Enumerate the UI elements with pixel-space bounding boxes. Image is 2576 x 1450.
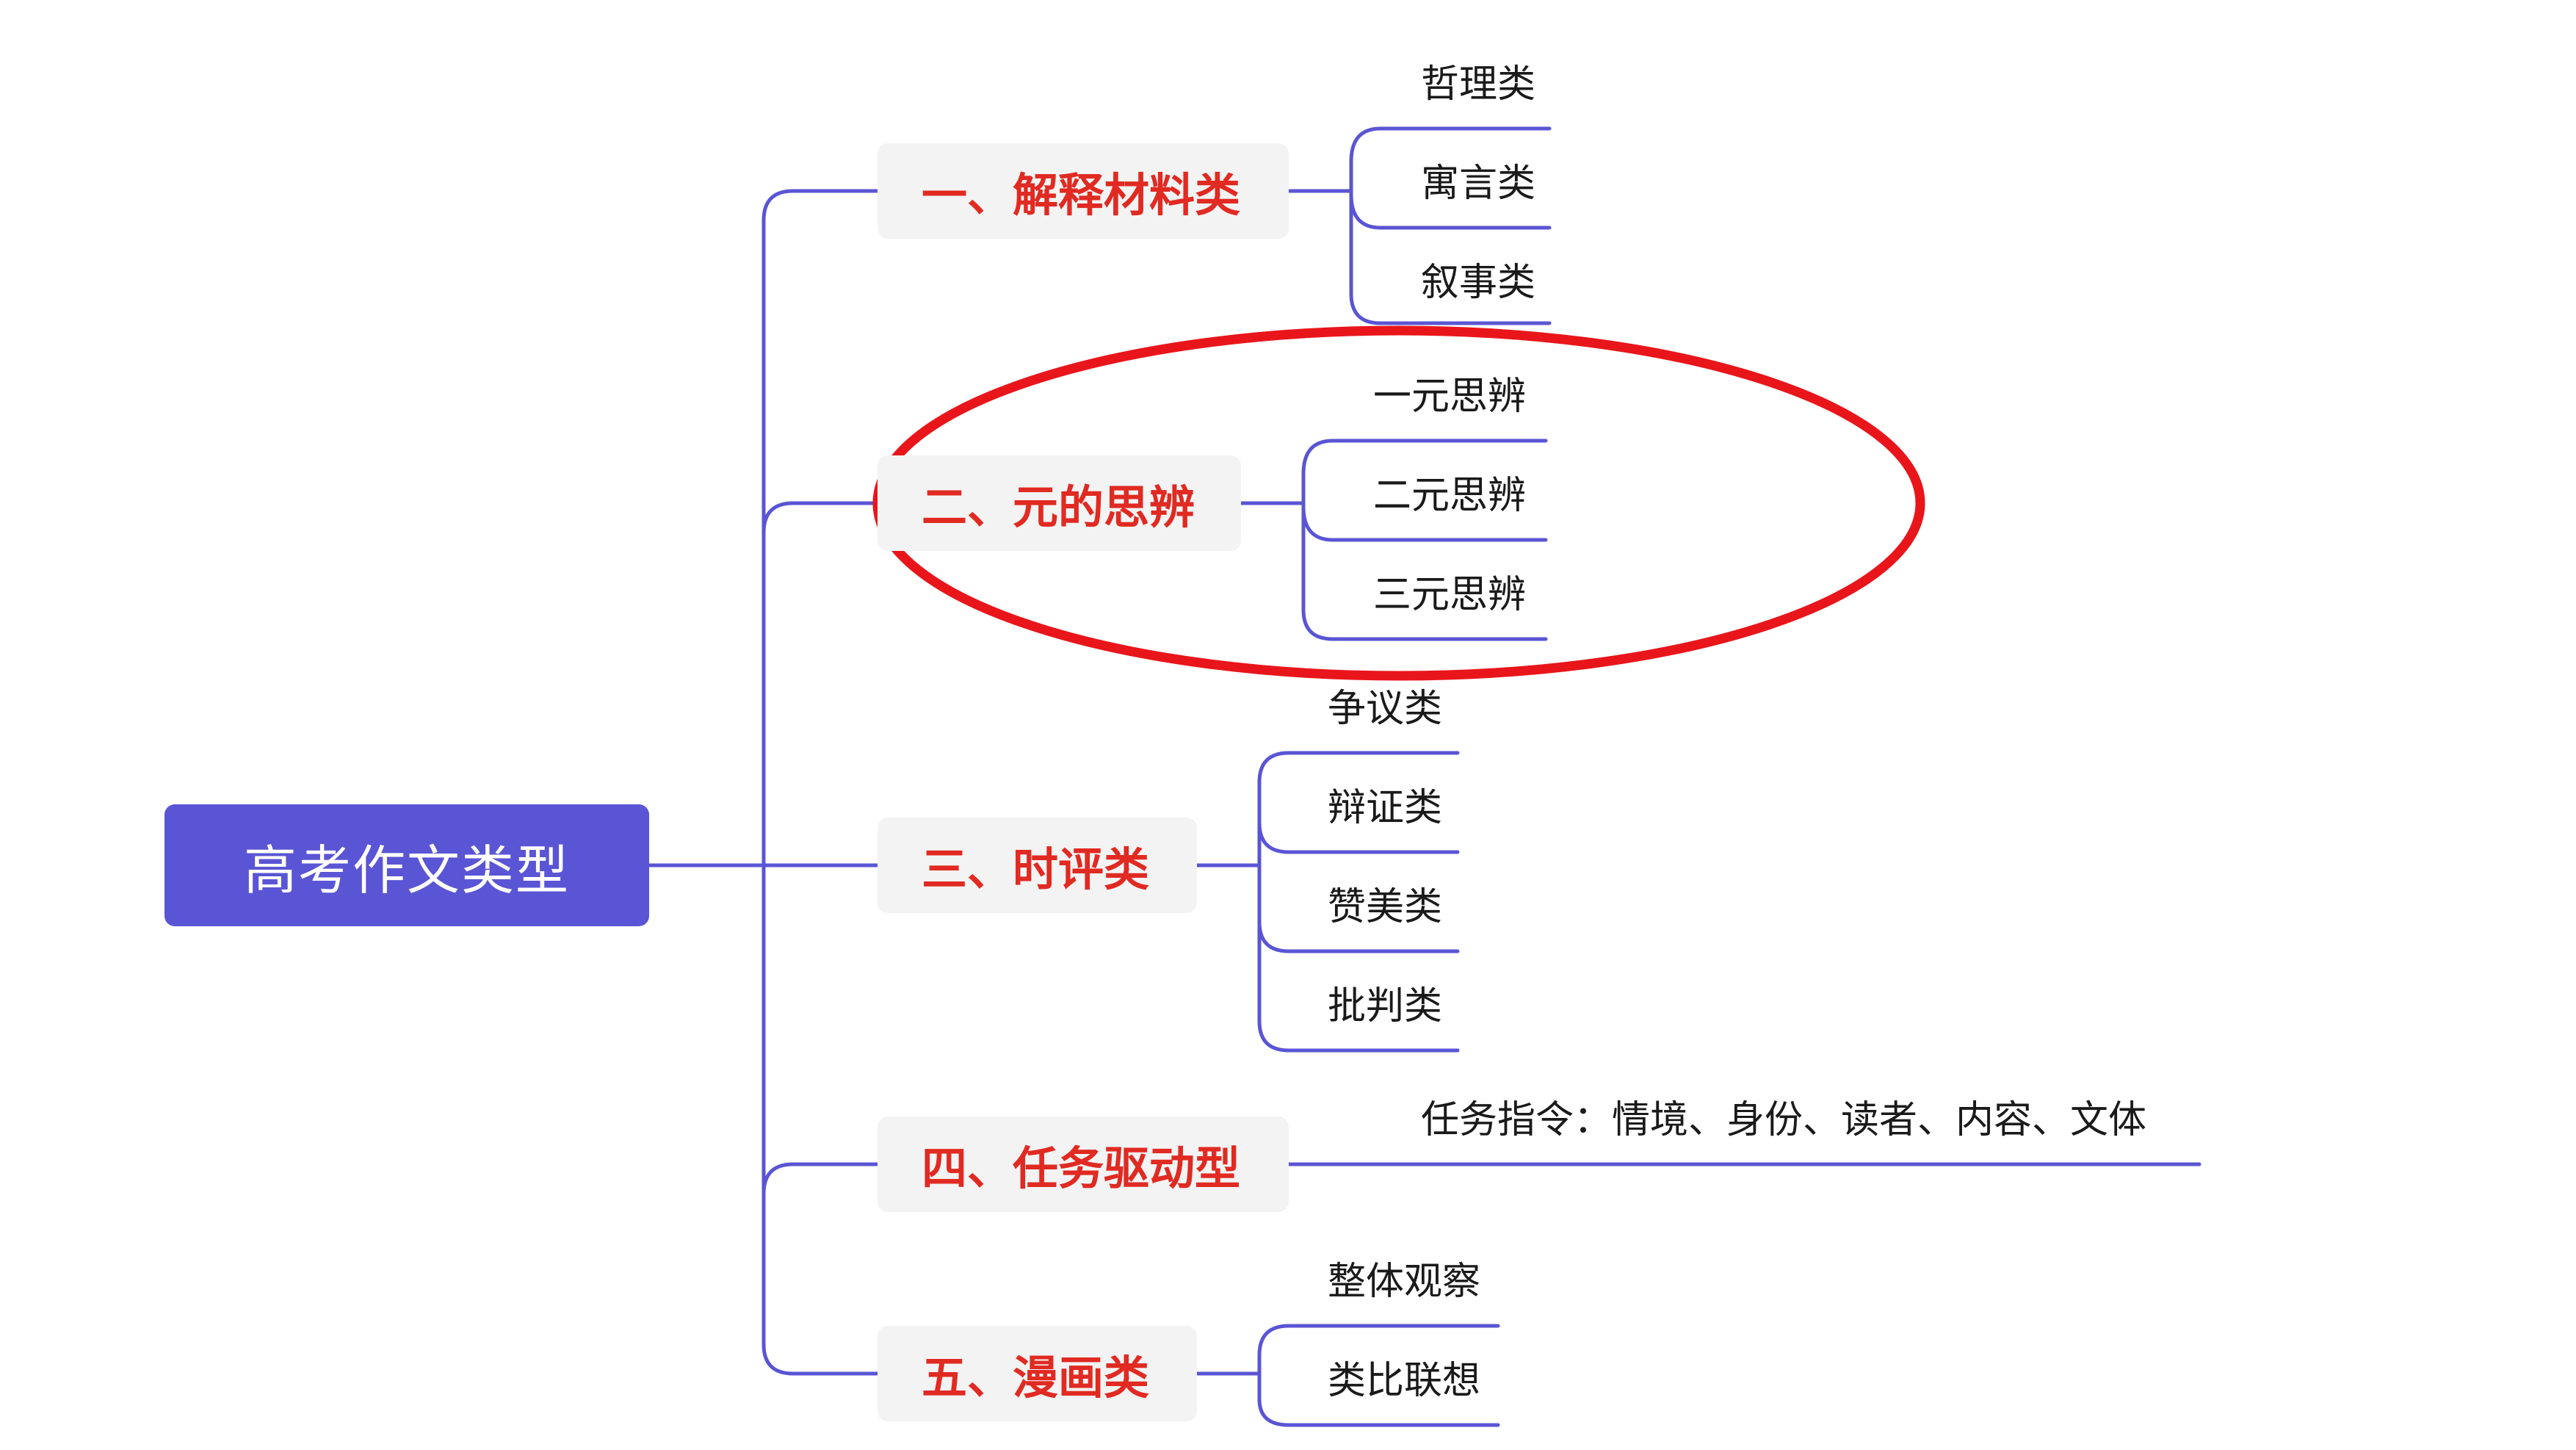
- leaf-node[interactable]: 整体观察: [1328, 1260, 1481, 1304]
- leaf-node[interactable]: 哲理类: [1421, 62, 1536, 107]
- leaf-node[interactable]: 辩证类: [1328, 786, 1443, 830]
- leaf-node[interactable]: 争议类: [1328, 687, 1443, 731]
- leaf-node[interactable]: 二元思辨: [1373, 474, 1527, 518]
- leaf-node[interactable]: 叙事类: [1421, 261, 1536, 305]
- branch-node-4[interactable]: 四、任务驱动型: [878, 1117, 1289, 1212]
- branch-node-3[interactable]: 三、时评类: [878, 818, 1197, 913]
- leaf-node[interactable]: 批判类: [1328, 984, 1443, 1028]
- leaf-node[interactable]: 赞美类: [1328, 885, 1443, 929]
- root-node[interactable]: 高考作文类型: [164, 804, 649, 926]
- branch-node-2[interactable]: 二、元的思辨: [878, 455, 1241, 551]
- leaf-node[interactable]: 寓言类: [1421, 162, 1536, 206]
- branch-node-5[interactable]: 五、漫画类: [878, 1326, 1197, 1421]
- leaf-node[interactable]: 一元思辨: [1373, 375, 1527, 419]
- leaf-node[interactable]: 任务指令：情境、身份、读者、内容、文体: [1421, 1098, 2147, 1142]
- leaf-node[interactable]: 类比联想: [1328, 1359, 1481, 1403]
- branch-node-1[interactable]: 一、解释材料类: [878, 143, 1289, 239]
- leaf-node[interactable]: 三元思辨: [1373, 573, 1527, 617]
